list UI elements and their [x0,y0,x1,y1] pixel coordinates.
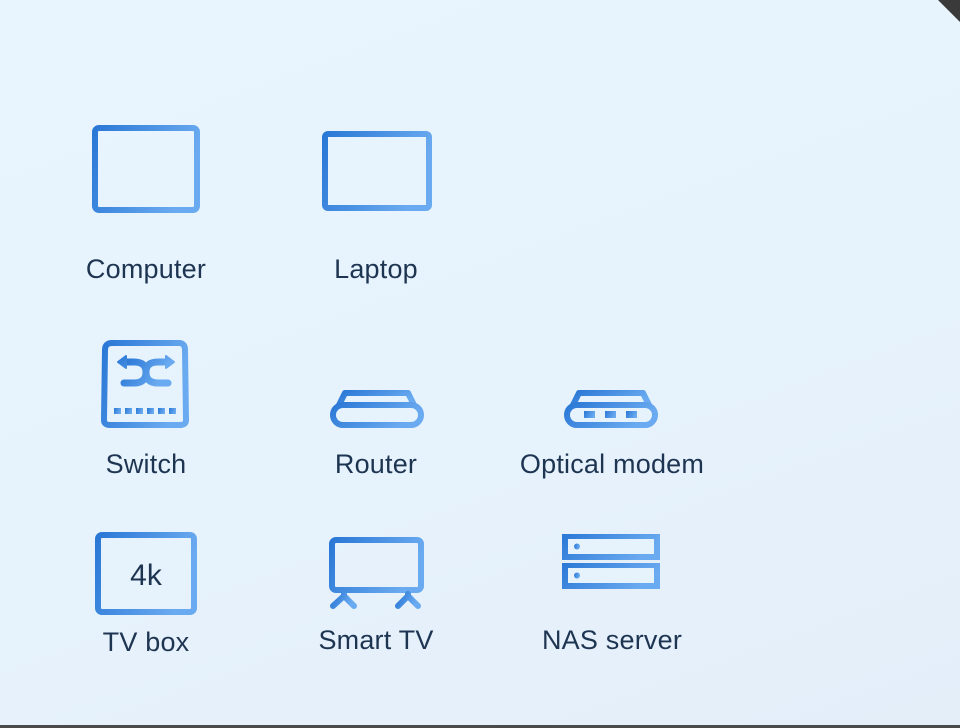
device-label-nas-server: NAS server [541,625,683,655]
device-label-computer: Computer [85,254,207,284]
optical-modem-icon[interactable] [564,340,658,428]
device-label-smart-tv: Smart TV [318,625,434,655]
bottom-border [0,725,960,728]
device-label-router: Router [334,449,418,479]
nas-server-icon[interactable] [562,534,660,609]
smart-tv-icon[interactable] [329,537,424,609]
computer-icon[interactable] [92,125,200,233]
device-label-switch: Switch [105,449,187,479]
device-label-laptop: Laptop [334,254,418,284]
tv-box-badge: 4k [130,559,163,592]
laptop-icon[interactable] [310,131,443,223]
device-label-tv-box: TV box [102,627,190,657]
switch-icon[interactable] [101,340,189,428]
window-corner [938,0,960,22]
switch-ports [114,408,176,414]
device-label-optical-modem: Optical modem [519,449,705,479]
tv-box-icon[interactable] [95,532,197,615]
router-icon[interactable] [330,340,424,428]
